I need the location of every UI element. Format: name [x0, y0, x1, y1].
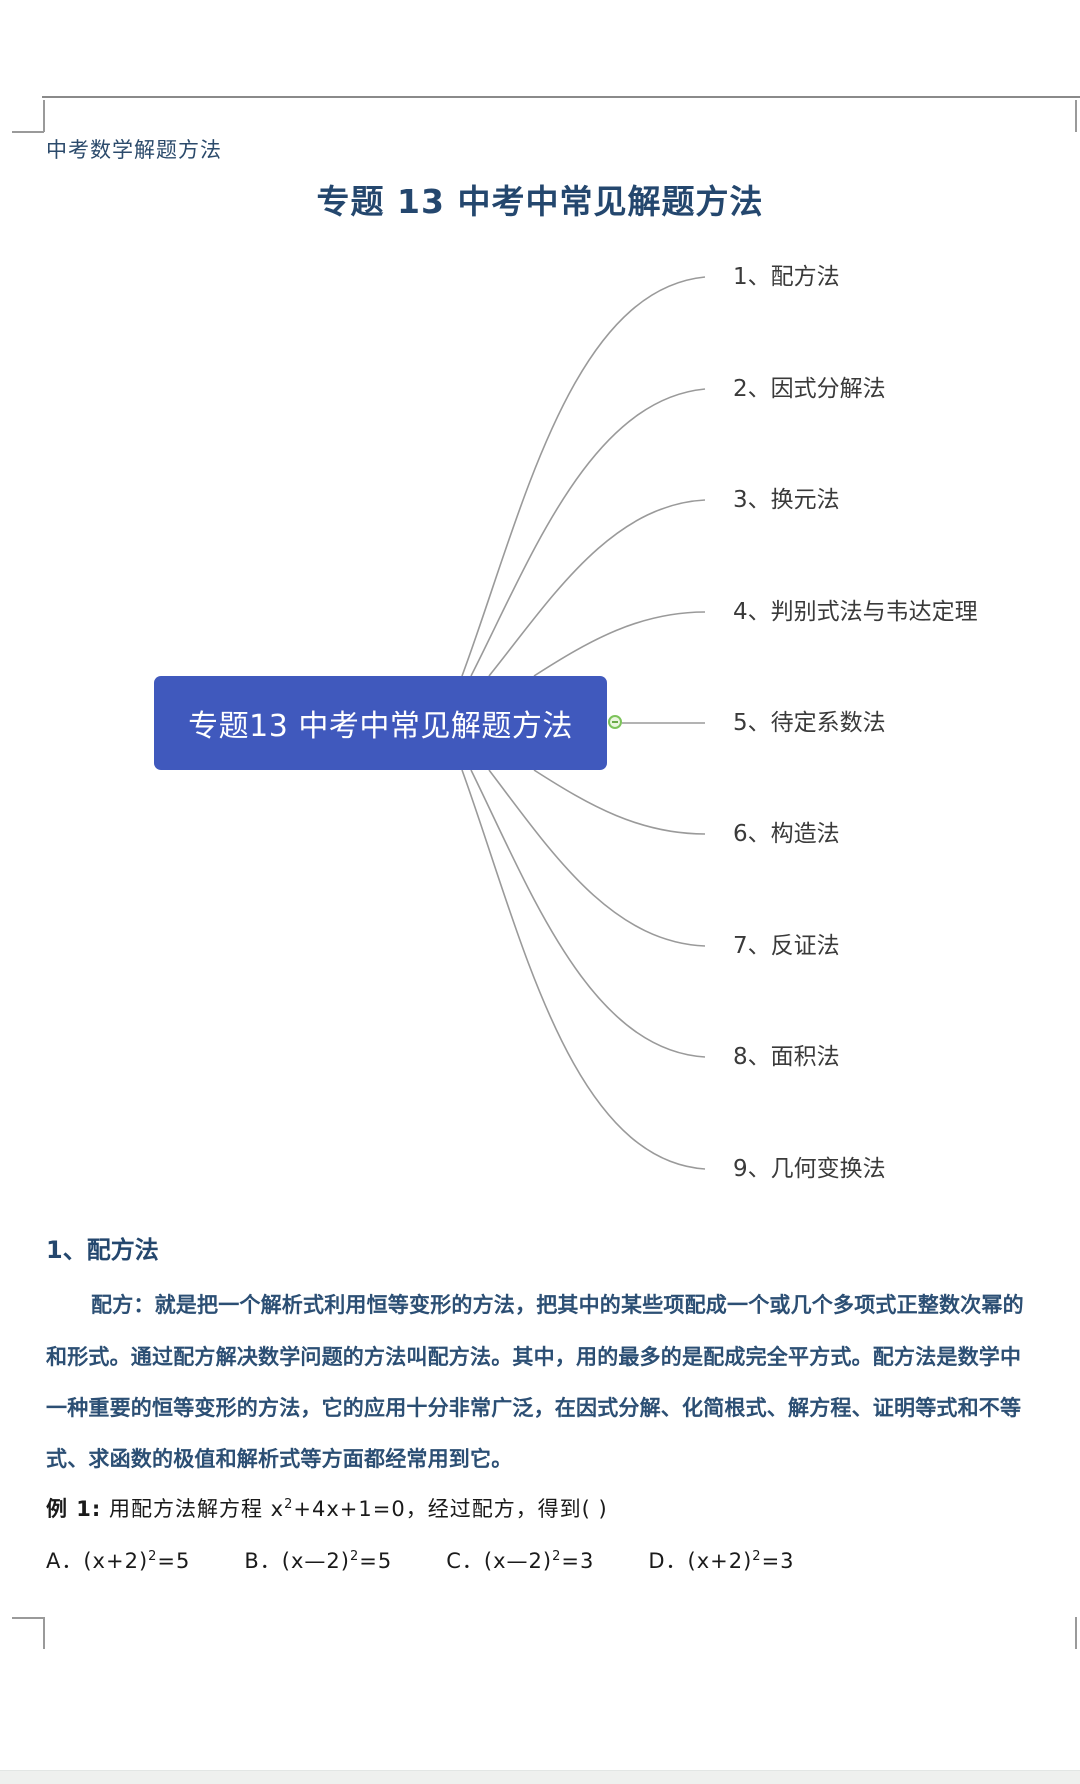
paragraph-line: 式、求函数的极值和解析式等方面都经常用到它。 — [46, 1447, 513, 1471]
mindmap-branch[interactable]: 1、配方法 — [733, 264, 840, 290]
margin-corner-mark — [1075, 1617, 1077, 1649]
mindmap-branch[interactable]: 7、反证法 — [733, 933, 840, 959]
option-text: A．(x+2) — [46, 1549, 149, 1573]
margin-corner-mark — [12, 131, 44, 133]
section-heading: 1、配方法 — [46, 1236, 159, 1264]
connector-8 — [470, 769, 706, 1058]
document-title: 专题 13 中考中常见解题方法 — [316, 182, 764, 221]
connector-7 — [488, 769, 706, 947]
paragraph-line: 一种重要的恒等变形的方法，它的应用十分非常广泛，在因式分解、化简根式、解方程、证… — [46, 1396, 1022, 1420]
collapse-toggle-icon[interactable] — [608, 715, 622, 729]
connector-1 — [461, 276, 706, 677]
example-text: +4x+1=0，经过配方，得到( ) — [293, 1497, 608, 1521]
margin-corner-mark — [43, 1617, 45, 1649]
margin-corner-mark — [1075, 100, 1077, 132]
answer-options: A．(x+2)2=5 B．(x—2)2=5 C．(x—2)2=3 D．(x+2)… — [46, 1545, 795, 1575]
option-c: C．(x—2)2=3 — [446, 1545, 594, 1575]
exponent: 2 — [148, 1549, 158, 1564]
margin-corner-mark — [12, 1617, 44, 1619]
connector-6 — [533, 769, 706, 835]
mindmap-branch[interactable]: 4、判别式法与韦达定理 — [733, 599, 978, 625]
mindmap-branch[interactable]: 5、待定系数法 — [733, 710, 886, 736]
paragraph-line: 配方：就是把一个解析式利用恒等变形的方法，把其中的某些项配成一个或几个多项式正整… — [91, 1293, 1024, 1317]
option-b: B．(x—2)2=5 — [244, 1545, 392, 1575]
option-text: =5 — [359, 1549, 393, 1573]
option-text: C．(x—2) — [446, 1549, 553, 1573]
page-gap-strip — [0, 1770, 1080, 1784]
exponent: 2 — [284, 1497, 294, 1512]
example-label: 例 1: — [46, 1497, 102, 1521]
option-text: B．(x—2) — [244, 1549, 350, 1573]
option-text: =5 — [157, 1549, 191, 1573]
exponent: 2 — [552, 1549, 562, 1564]
connector-2 — [470, 388, 706, 677]
connector-9 — [461, 769, 706, 1170]
page-header: 中考数学解题方法 — [46, 138, 222, 162]
connector-3 — [488, 499, 706, 677]
exponent: 2 — [752, 1549, 762, 1564]
paragraph-line: 和形式。通过配方解决数学问题的方法叫配方法。其中，用的最多的是配成完全平方式。配… — [46, 1345, 1022, 1369]
mindmap-branch[interactable]: 9、几何变换法 — [733, 1156, 886, 1182]
mindmap-branch[interactable]: 2、因式分解法 — [733, 376, 886, 402]
example-text: 用配方法解方程 x — [101, 1497, 285, 1521]
option-d: D．(x+2)2=3 — [648, 1545, 794, 1575]
header-rule — [42, 96, 1080, 98]
connector-4 — [533, 611, 706, 677]
mindmap-branch[interactable]: 3、换元法 — [733, 487, 840, 513]
mindmap-connectors — [461, 276, 706, 1170]
margin-corner-mark — [43, 100, 45, 132]
option-text: D．(x+2) — [648, 1549, 753, 1573]
exponent: 2 — [349, 1549, 360, 1564]
mindmap-branch[interactable]: 6、构造法 — [733, 821, 840, 847]
option-a: A．(x+2)2=5 — [46, 1545, 190, 1575]
mindmap-central-node[interactable]: 专题13 中考中常见解题方法 — [154, 676, 607, 770]
option-text: =3 — [561, 1549, 595, 1573]
option-text: =3 — [761, 1549, 795, 1573]
example-question: 例 1: 用配方法解方程 x2+4x+1=0，经过配方，得到( ) — [46, 1493, 608, 1523]
mindmap-branch[interactable]: 8、面积法 — [733, 1044, 840, 1070]
